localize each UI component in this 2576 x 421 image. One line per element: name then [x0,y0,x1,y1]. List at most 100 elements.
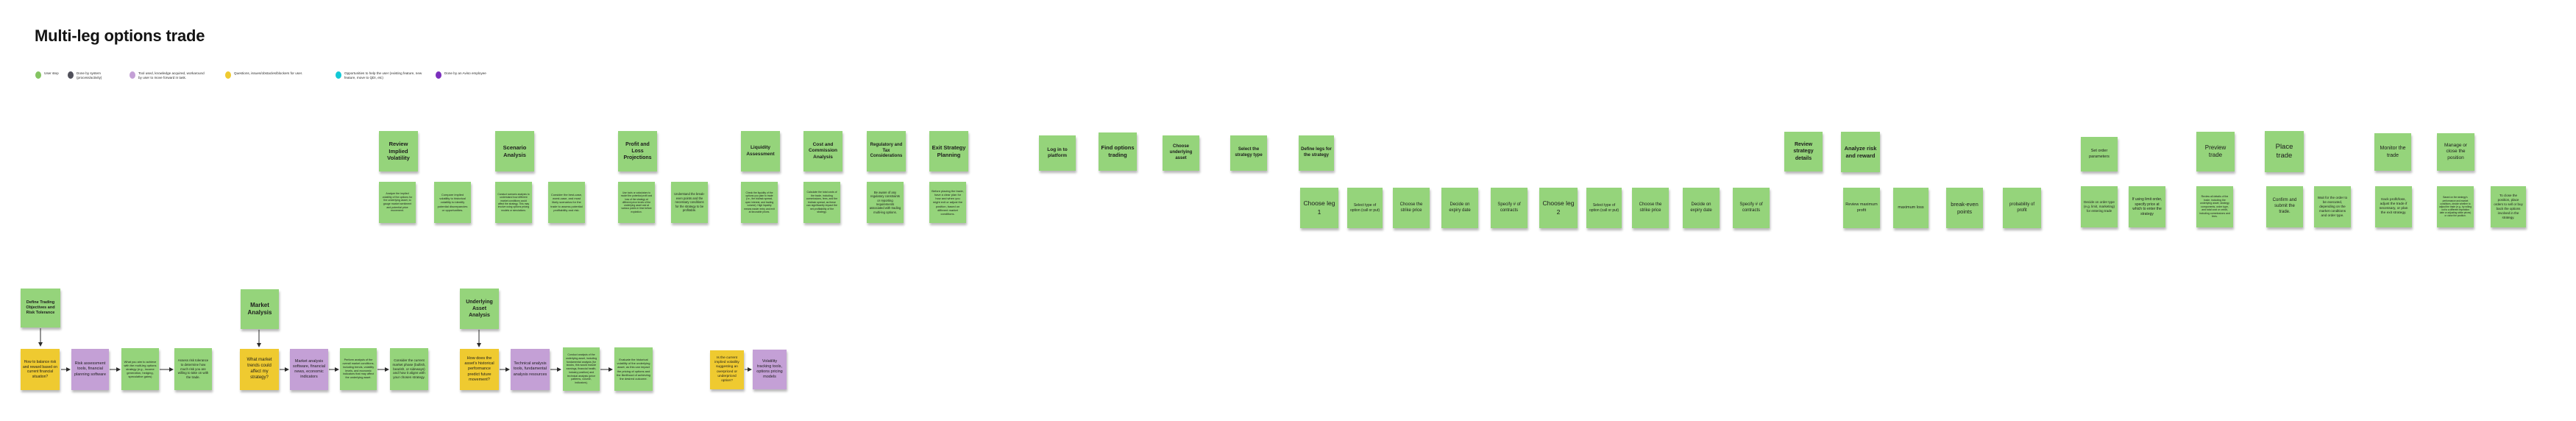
legend-label: Done by an Aviso employee [444,71,486,75]
sticky-note-header[interactable]: Cost and Commission Analysis [803,131,842,171]
sticky-note[interactable]: Specify # of contracts [1491,188,1527,228]
sticky-note[interactable]: Compare implied volatility to historical… [434,182,471,223]
sticky-note[interactable]: If using limit order, specify price at w… [2129,186,2165,227]
sticky-note[interactable]: Consider the best-case, worst-case, and … [548,182,585,223]
sticky-note[interactable]: How does the asset's historical performa… [460,349,499,390]
sticky-note-header[interactable]: Find options trading [1099,132,1137,171]
sticky-note[interactable]: Understand the break-even points and the… [671,182,708,223]
sticky-note[interactable]: Decide on expiry date [1683,188,1720,228]
sticky-note[interactable]: Choose leg 2 [1539,188,1578,228]
sticky-note[interactable]: Analyze the implied volatility of the op… [379,182,416,223]
sticky-note[interactable]: Is the current implied volatility sugges… [710,350,744,389]
sticky-note-text: Choose the strike price [1399,202,1423,213]
sticky-note[interactable]: Review all details of the trade, includi… [2196,186,2233,227]
sticky-note-text: Log in to platform [1047,146,1068,158]
sticky-note[interactable]: Check the liquidity of the options you p… [741,182,778,223]
legend-item: Opportunities to help the user (existing… [336,71,427,80]
sticky-note[interactable]: Wait for the order to be executed, depen… [2314,186,2351,227]
sticky-note[interactable]: Conduct scenario analysis to understand … [495,182,532,223]
legend-item: Questions, issues/obstacles/blockers for… [225,71,312,79]
sticky-note[interactable]: Select type of option (call or put) [1347,188,1383,228]
sticky-note[interactable]: maximum loss [1893,188,1929,228]
sticky-note-header[interactable]: Market Analysis [241,289,279,329]
sticky-note-text: Is the current implied volatility sugges… [714,355,739,383]
sticky-note-text: Check the liquidity of the options you p… [744,191,775,214]
sticky-note[interactable]: Assess risk tolerance to determine how m… [174,348,212,390]
sticky-note-text: Set order parameters [2089,149,2110,159]
sticky-note[interactable]: Based on the strategy's performance and … [2437,186,2474,227]
sticky-note[interactable]: Risk assessment tools, financial plannin… [71,349,109,390]
sticky-note[interactable]: Set order parameters [2081,137,2118,171]
sticky-note[interactable]: Volatility tracking tools, options prici… [753,350,787,389]
sticky-note-header[interactable]: Review strategy details [1784,132,1823,171]
sticky-note[interactable]: Manage or close the position [2437,133,2474,171]
sticky-note[interactable]: What market trends could affect my strat… [240,349,279,390]
sticky-note[interactable]: Be aware of any regulatory constraints o… [867,182,904,223]
sticky-note[interactable]: How to balance risk and reward based on … [21,349,60,390]
sticky-note-header[interactable]: Define Trading Objectives and Risk Toler… [21,289,60,328]
sticky-note-header[interactable]: Regulatory and Tax Considerations [867,131,906,171]
sticky-note[interactable]: Review maximum profit [1843,188,1880,228]
sticky-note-text: Select type of option (call or put) [1349,203,1380,213]
sticky-note[interactable]: Calculate the total costs of the trade, … [803,182,840,223]
sticky-note-text: Risk assessment tools, financial plannin… [74,361,107,377]
sticky-note-header[interactable]: Choose underlying asset [1163,135,1199,171]
sticky-note-header[interactable]: Log in to platform [1039,135,1076,171]
sticky-note[interactable]: Preview trade [2196,132,2235,171]
sticky-note[interactable]: Specify # of contracts [1733,188,1770,228]
sticky-note-text: Regulatory and Tax Considerations [870,142,903,159]
sticky-note-text: Perform analysis of the overall market c… [342,358,375,380]
sticky-note[interactable]: track profit/loss, adjust the trade if n… [2375,186,2412,227]
sticky-note-text: Preview trade [2204,144,2226,158]
sticky-note-text: Define legs for the strategy [1301,147,1332,158]
sticky-note-header[interactable]: Review Implied Volatility [379,131,418,171]
sticky-note[interactable]: Use tools or calculators to model the po… [618,182,655,223]
sticky-note-header[interactable]: Define legs for the strategy [1299,135,1334,171]
sticky-note-text: Select the strategy type [1235,147,1263,158]
sticky-note-text: Use tools or calculators to model the po… [620,191,653,213]
sticky-note[interactable]: Decide on order type (e.g. limit, market… [2081,186,2118,227]
sticky-note[interactable]: Select type of option (call or put) [1586,188,1622,228]
sticky-note-header[interactable]: Select the strategy type [1230,135,1267,171]
sticky-note-header[interactable]: Profit and Loss Projections [618,131,657,171]
sticky-note[interactable]: Confirm and submit the trade. [2266,186,2303,227]
sticky-note[interactable]: Perform analysis of the overall market c… [340,348,377,390]
sticky-note-text: Profit and Loss Projections [623,141,652,161]
legend-item: User step [35,71,66,79]
sticky-note-header[interactable]: Underlying Asset Analysis [460,289,499,329]
sticky-note-header[interactable]: Exit Strategy Planning [929,131,968,171]
sticky-note[interactable]: Before placing the trade, have a clear p… [929,182,966,223]
sticky-note[interactable]: Consider the current market phase (bulli… [390,348,428,390]
sticky-note-text: Calculate the total costs of the trade, … [806,191,838,214]
legend-dot-icon [129,71,135,79]
sticky-note-text: Review maximum profit [1845,202,1878,213]
sticky-note[interactable]: probability of profit [2003,188,2041,228]
sticky-note-header[interactable]: Liquidity Assessment [741,131,780,171]
sticky-note[interactable]: break-even points [1946,188,1983,228]
sticky-note[interactable]: Technical analysis tools, fundamental an… [511,349,550,390]
sticky-note-header[interactable]: Analyze risk and reward [1841,132,1880,172]
sticky-note-text: Technical analysis tools, fundamental an… [513,361,547,377]
legend-item: Done by system (process/activity) [68,71,110,80]
sticky-note-text: Review all details of the trade, includi… [2199,195,2230,219]
legend-dot-icon [68,71,74,79]
sticky-note-text: Exit Strategy Planning [932,144,966,158]
sticky-note[interactable]: What you aim to achieve with the multi-l… [121,348,159,390]
sticky-note[interactable]: Decide on expiry date [1441,188,1478,228]
sticky-note-text: Decide on order type (e.g. limit, market… [2083,200,2115,213]
sticky-note[interactable]: Choose leg 1 [1300,188,1338,228]
sticky-note[interactable]: To close the position, place orders to s… [2491,186,2526,227]
sticky-note-text: maximum loss [1898,205,1924,210]
sticky-note[interactable]: Market analysis software, financial news… [290,349,328,390]
sticky-note[interactable]: Choose the strike price [1632,188,1669,228]
legend-label: User step [44,71,59,75]
sticky-note[interactable]: Evaluate the historical volatility of th… [614,347,653,391]
sticky-note[interactable]: Choose the strike price [1393,188,1430,228]
sticky-note[interactable]: Monitor the trade [2374,133,2411,171]
sticky-note-header[interactable]: Scenario Analysis [495,131,534,171]
sticky-note[interactable]: Place trade [2265,131,2304,172]
legend-label: Questions, issues/obstacles/blockers for… [234,71,303,75]
sticky-note-text: Conduct scenario analysis to understand … [497,192,530,212]
sticky-note[interactable]: Conduct analysis of the underlying asset… [563,347,600,391]
sticky-note-text: Consider the best-case, worst-case, and … [550,193,583,212]
